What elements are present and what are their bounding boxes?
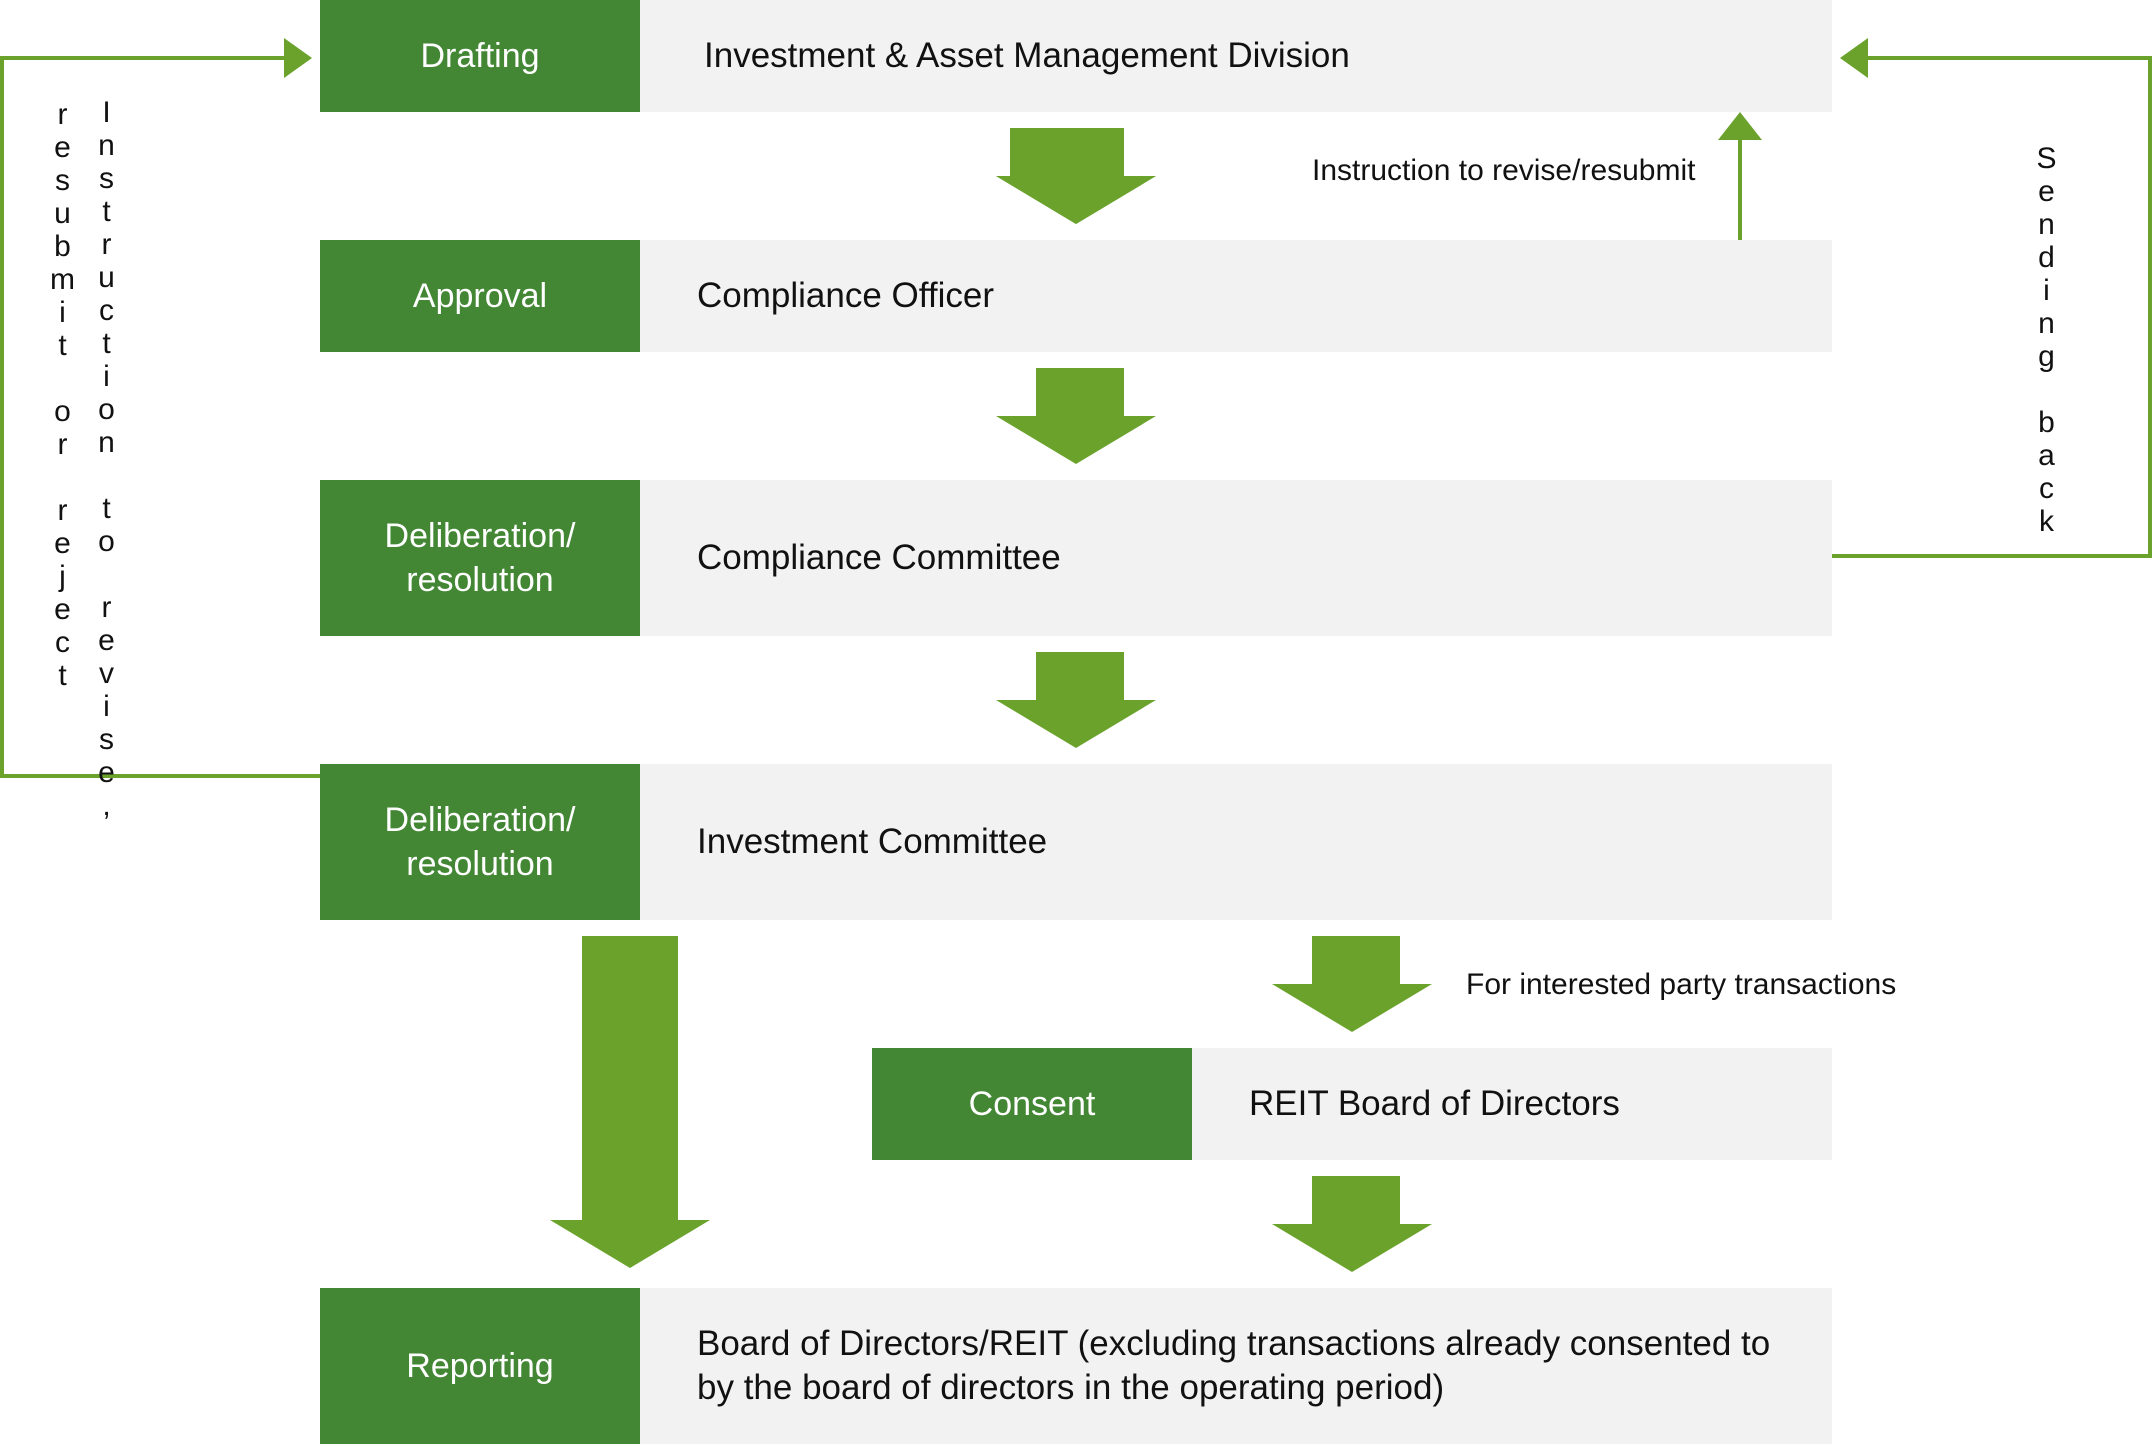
down-arrow-consent-reporting: [1272, 1176, 1432, 1272]
stage-label-deliberation: Deliberation/ resolution: [320, 764, 640, 920]
owner-investment-asset-management: Investment & Asset Management Division: [704, 0, 1350, 112]
stage-text: Reporting: [406, 1347, 554, 1385]
owner-text-line2: by the board of directors in the operati…: [697, 1368, 1445, 1407]
revise-up-arrowhead: [1718, 112, 1762, 140]
owner-compliance-committee: Compliance Committee: [697, 480, 1061, 636]
left-feedback-line: [0, 56, 320, 778]
note-resubmit-or-reject: resubmit or reject: [46, 98, 79, 692]
stage-text: Consent: [968, 1085, 1096, 1123]
owner-reit-board: REIT Board of Directors: [1249, 1048, 1620, 1160]
owner-board-reit: Board of Directors/REIT (excluding trans…: [697, 1288, 1770, 1444]
note-interested-party: For interested party transactions: [1466, 968, 1897, 1001]
stage-text: Approval: [412, 277, 548, 315]
owner-text: Compliance Committee: [697, 538, 1061, 577]
owner-investment-committee: Investment Committee: [697, 764, 1047, 920]
stage-label-reporting: Reporting: [320, 1288, 640, 1444]
right-feedback-arrowhead: [1840, 38, 1868, 78]
step-consent: Consent REIT Board of Directors: [872, 1048, 1832, 1160]
stage-label-deliberation: Deliberation/ resolution: [320, 480, 640, 636]
down-arrow-investment-reporting: [550, 936, 710, 1268]
step-compliance-committee: Deliberation/ resolution Compliance Comm…: [320, 480, 1832, 636]
owner-text-line1: Board of Directors/REIT (excluding trans…: [697, 1324, 1771, 1363]
stage-text: Drafting: [420, 37, 540, 75]
stage-text-line1: Deliberation/: [384, 517, 576, 555]
step-approval: Approval Compliance Officer: [320, 240, 1832, 352]
step-drafting: Drafting Investment & Asset Management D…: [320, 0, 1832, 112]
owner-text: Investment Committee: [697, 822, 1048, 861]
stage-text-line2: resolution: [406, 845, 554, 883]
stage-label-drafting: Drafting: [320, 0, 640, 112]
owner-text: Compliance Officer: [697, 276, 994, 315]
owner-text: REIT Board of Directors: [1249, 1084, 1620, 1123]
down-arrow-drafting-approval: [996, 128, 1156, 224]
step-reporting: Reporting Board of Directors/REIT (exclu…: [320, 1288, 1832, 1444]
stage-text-line1: Deliberation/: [384, 801, 576, 839]
owner-text: Investment & Asset Management Division: [704, 36, 1350, 75]
note-sending-back: Sending back: [2030, 142, 2063, 538]
down-arrow-approval-committee: [996, 368, 1156, 464]
right-feedback-line: [1832, 56, 2152, 558]
note-instruction-to-revise: Instruction to revise,: [90, 96, 123, 822]
step-investment-committee: Deliberation/ resolution Investment Comm…: [320, 764, 1832, 920]
left-feedback-arrowhead: [284, 38, 312, 78]
owner-compliance-officer: Compliance Officer: [697, 240, 994, 352]
note-revise-resubmit: Instruction to revise/resubmit: [1312, 154, 1696, 187]
down-arrow-committee-investment: [996, 652, 1156, 748]
stage-label-approval: Approval: [320, 240, 640, 352]
down-arrow-investment-consent: [1272, 936, 1432, 1032]
stage-label-consent: Consent: [872, 1048, 1192, 1160]
stage-text-line2: resolution: [406, 561, 554, 599]
